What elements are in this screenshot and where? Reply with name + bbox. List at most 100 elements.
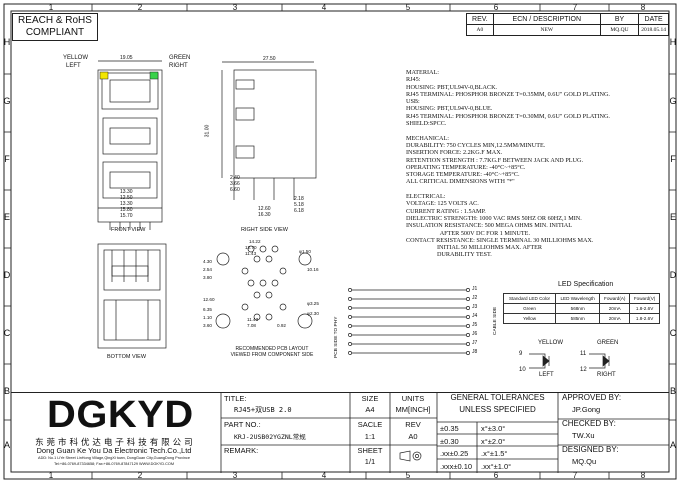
grid-row: A <box>3 440 10 450</box>
led-header: LED Wavelength <box>554 293 601 304</box>
grid-col: 1 <box>48 471 54 480</box>
pcb-hole <box>265 291 273 299</box>
badge-line2: COMPLIANT <box>25 27 85 38</box>
led-header: Foward(A) <box>599 293 631 304</box>
grid-row: A <box>669 440 676 450</box>
dim: 6.35 <box>203 307 212 312</box>
tol-val: ±0.30 <box>440 436 459 446</box>
grid-row: G <box>669 96 677 106</box>
title-block <box>11 392 669 473</box>
tol-val: ±0.35 <box>440 424 459 433</box>
led-yellow-name: YELLOW <box>538 340 564 346</box>
part-label: PART NO.: <box>224 420 261 429</box>
pcb-hole <box>265 255 273 263</box>
size-value: A4 <box>365 405 375 414</box>
dim: 2.18 <box>294 196 304 202</box>
size-label: SIZE <box>361 394 379 403</box>
front-view-drawing <box>97 60 163 230</box>
rev-label: REV <box>405 420 421 429</box>
grid-col: 8 <box>640 3 646 12</box>
led-yellow-cathode: 10 <box>519 367 526 373</box>
tol-val: .xx°±1.0° <box>481 461 512 471</box>
pin-name: J3 <box>472 304 478 310</box>
tol-val: x°±2.0° <box>481 436 506 446</box>
company-name-cn: 东 莞 市 科 优 达 电 子 科 技 有 限 公 司 <box>35 437 193 447</box>
dim: 11.43 <box>247 317 259 322</box>
grid-row: E <box>3 212 10 222</box>
tolerance-title2: UNLESS SPECIFIED <box>459 405 536 414</box>
grid-row: H <box>669 37 677 47</box>
led-left-swatch <box>99 71 109 80</box>
rev-cell: NEW <box>492 24 601 36</box>
led-right-side: RIGHT <box>169 63 188 69</box>
dim-height: 31.00 <box>204 124 211 138</box>
dim: 12.50 <box>120 195 133 201</box>
side-dims-left: 2.40 3.66 6.60 <box>230 175 240 193</box>
pcb-hole <box>247 279 255 287</box>
pcb-label1: RECOMMENDED PCB LAYOUT <box>235 346 309 352</box>
dim-depth: 27.50 <box>263 56 276 62</box>
pin-terminal <box>466 306 470 310</box>
led-cell: 20mA <box>599 303 631 314</box>
bottom-view-label: BOTTOM VIEW <box>107 354 147 360</box>
units-label: UNITS <box>401 394 425 403</box>
dim: 15.80 <box>120 207 133 213</box>
side-view-drawing <box>221 61 317 200</box>
dim: 2.54 <box>203 267 212 272</box>
badge-line1: REACH & RoHS <box>18 15 92 26</box>
scale-label: SACLE <box>357 420 383 429</box>
pin-name: J8 <box>472 349 478 355</box>
rev-header: DATE <box>638 13 669 25</box>
dim: 16.30 <box>258 212 271 218</box>
material-spec-text: MATERIAL: RJ45: HOUSING: PBT,UL94V-0,BLA… <box>406 69 610 259</box>
pin-name: J1 <box>472 286 478 292</box>
grid-row: B <box>669 386 676 396</box>
revision-table: REV. ECN / DESCRIPTION BY DATE A0 NEW MQ… <box>466 13 669 36</box>
tol-val: .xxx±0.10 <box>440 461 473 471</box>
pin-terminal <box>348 315 352 319</box>
pcb-label2: VIEWED FROM COMPONENT SIDE <box>230 352 314 358</box>
pin-terminal <box>348 333 352 337</box>
pin-right-label: CABLE SIDE <box>493 306 498 335</box>
remark-label: REMARK: <box>224 446 259 455</box>
grid-col: 7 <box>572 3 578 12</box>
pcb-hole <box>241 303 249 311</box>
grid-col: 3 <box>232 3 238 12</box>
rev-value: A0 <box>408 432 418 441</box>
dim: 12.60 <box>258 206 271 212</box>
led-cell: 1.8-2.6V <box>629 303 660 314</box>
pin-terminal <box>348 351 352 355</box>
pcb-hole <box>271 245 279 253</box>
grid-col: 4 <box>321 3 327 12</box>
pin-terminal <box>466 324 470 328</box>
dim: 1.10 <box>203 315 212 320</box>
dim: 3.66 <box>230 181 240 187</box>
led-cell: Yellow <box>503 313 556 324</box>
pin-schematic <box>348 288 470 355</box>
led-cell: 585nm <box>554 313 601 324</box>
grid-columns-bottom: 1 2 3 4 5 6 7 8 <box>0 471 680 481</box>
pcb-hole <box>247 245 255 253</box>
led-yellow-anode: 9 <box>519 351 523 357</box>
tol-val: .xx±0.25 <box>440 449 469 459</box>
pin-terminal <box>466 297 470 301</box>
led-green-name: GREEN <box>597 340 619 346</box>
dim: 13.30 <box>120 201 133 207</box>
company-address: ADD: No.1 LiYe Street LinHong Village,Qi… <box>38 456 190 460</box>
dim: 5.18 <box>294 202 304 208</box>
led-spec-title: LED Specification <box>558 281 614 288</box>
grid-col: 2 <box>137 3 143 12</box>
rev-header: REV. <box>466 13 494 25</box>
dim: φ3.25 <box>307 301 319 306</box>
grid-col: 3 <box>232 471 238 480</box>
grid-row: F <box>670 154 676 164</box>
pcb-layout-drawing <box>215 245 313 329</box>
front-dims: 13.30 12.50 13.30 15.80 15.70 <box>120 189 133 219</box>
dim: 13.30 <box>120 189 133 195</box>
grid-col: 2 <box>137 471 143 480</box>
pin-terminal <box>466 315 470 319</box>
grid-row: B <box>3 386 10 396</box>
pcb-hole <box>253 255 261 263</box>
grid-col: 8 <box>640 471 646 480</box>
